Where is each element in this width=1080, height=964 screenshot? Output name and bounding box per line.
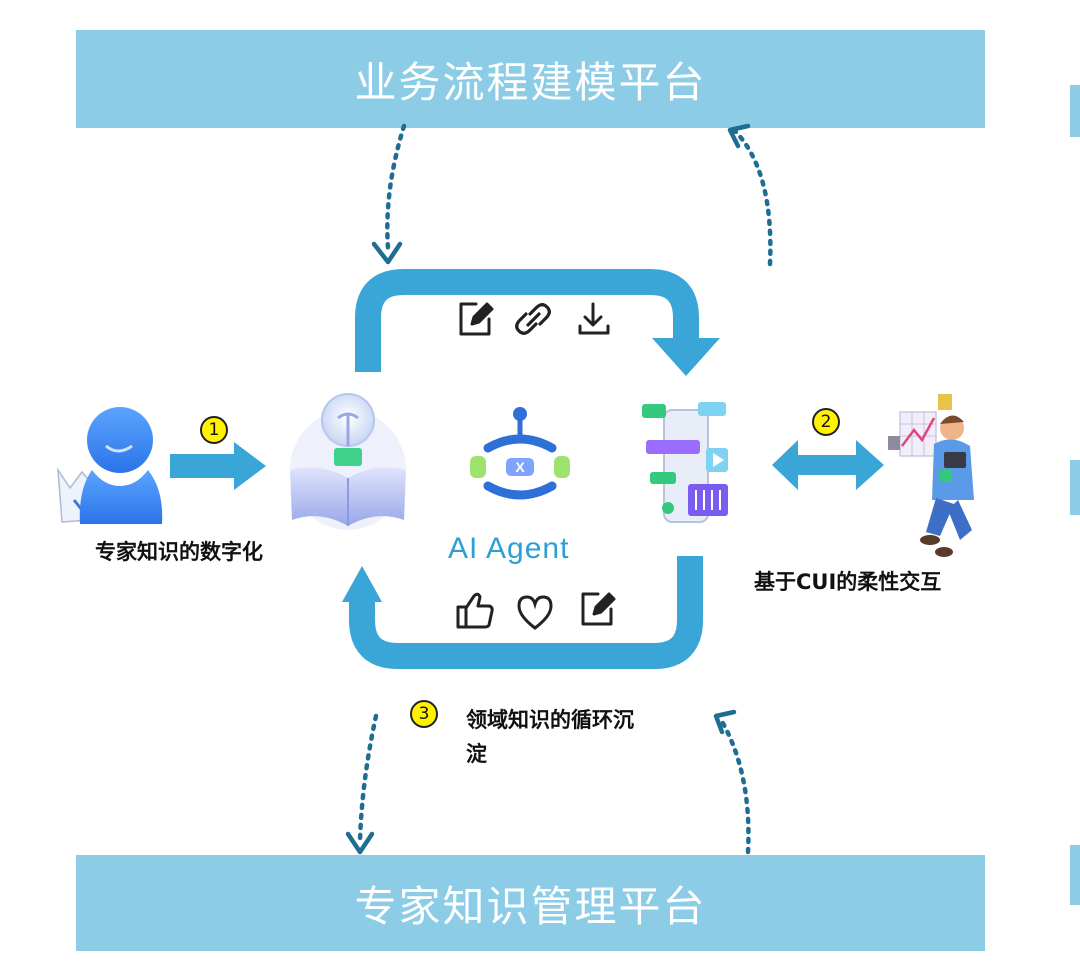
arrowhead-up — [713, 709, 737, 735]
heart-icon — [517, 595, 553, 630]
step3-label-line1: 领域知识的循环沉 — [466, 708, 634, 732]
edit-icon — [581, 592, 616, 626]
step1-number: 1 — [208, 420, 220, 440]
edit-icon — [459, 302, 494, 336]
top-banner-title: 业务流程建模平台 — [354, 57, 707, 107]
step3-label-line2: 淀 — [466, 742, 487, 766]
bottom-banner-title: 专家知识管理平台 — [354, 881, 707, 931]
business-process-modeling-platform-banner: 业务流程建模平台 — [76, 30, 985, 128]
dotted-arrow-top-left — [385, 123, 407, 251]
step2-number: 2 — [820, 412, 832, 432]
svg-text:X: X — [515, 459, 525, 475]
ai-agent-robot-icon: X — [470, 407, 570, 500]
edge-fragment — [1070, 845, 1080, 905]
edge-fragment — [1070, 460, 1080, 515]
dotted-arrow-bottom-right — [717, 715, 751, 855]
step2-badge: 2 — [812, 408, 840, 436]
top-loop-arrow — [355, 269, 720, 376]
step1-badge: 1 — [200, 416, 228, 444]
step1-arrow — [170, 442, 266, 490]
lightbulb-book-icon — [290, 393, 406, 530]
link-icon — [515, 303, 551, 335]
user-with-chart-icon — [888, 394, 974, 557]
step3-badge: 3 — [410, 700, 438, 728]
bottom-loop-arrow — [342, 556, 703, 669]
step2-label: 基于CUI的柔性交互 — [754, 570, 942, 594]
download-icon — [578, 302, 610, 335]
arrowhead-up — [727, 123, 751, 149]
arrowhead-down — [371, 241, 403, 265]
expert-person-icon — [57, 407, 163, 524]
chat-ui-icon — [642, 402, 728, 523]
arrowhead-down — [345, 831, 375, 855]
step3-number: 3 — [418, 704, 430, 724]
ai-agent-label: AI Agent — [448, 532, 570, 565]
step1-label: 专家知识的数字化 — [95, 540, 263, 564]
thumbs-up-icon — [456, 592, 494, 629]
step2-double-arrow — [772, 440, 884, 490]
dotted-arrow-top-right — [731, 127, 773, 267]
edge-fragment — [1070, 85, 1080, 137]
expert-knowledge-management-platform-banner: 专家知识管理平台 — [76, 855, 985, 951]
dotted-arrow-bottom-left — [357, 713, 379, 843]
